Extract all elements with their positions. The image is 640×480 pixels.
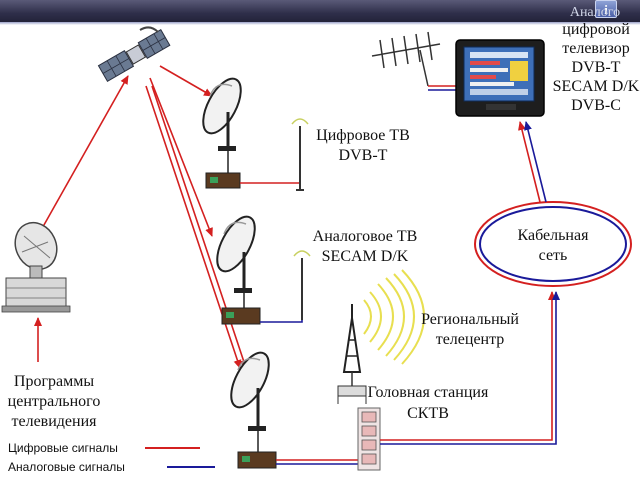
headend-label: Головная станция xyxy=(367,384,489,401)
transmitter-mast-digital-icon xyxy=(291,118,309,191)
regional-center-label: Региональный xyxy=(421,311,519,328)
receiver-headend-icon xyxy=(237,430,277,469)
analog-tv-standard: SECAM D/K xyxy=(321,248,409,265)
satellite-dish-analog-icon xyxy=(216,215,256,293)
cable-network-ring-inner xyxy=(479,206,627,282)
title-bar-divider xyxy=(0,22,640,25)
uplink-station-icon xyxy=(1,221,71,313)
cable-network-label: Кабельная xyxy=(517,227,589,244)
headend-label-2: СКТВ xyxy=(407,405,449,422)
analog-feed-line xyxy=(260,290,303,323)
digital-tv-standard: DVB-T xyxy=(338,147,388,164)
headend-to-cable-analog xyxy=(380,291,560,445)
tv-label-line2: телевизор xyxy=(562,40,630,57)
tv-label-line5: DVB-C xyxy=(571,97,621,114)
programs-label: Программы xyxy=(13,373,95,390)
satellite-dish-headend-icon xyxy=(230,351,270,431)
info-icon[interactable]: i xyxy=(595,0,617,18)
digital-feed-line xyxy=(240,160,301,184)
regional-tower-icon xyxy=(342,304,362,373)
tv-label-top: Аналого xyxy=(569,5,621,20)
legend-analog-label: Аналоговые сигналы xyxy=(8,460,125,474)
sat-link-digital-dish xyxy=(159,65,213,97)
analog-tv-label: Аналоговое ТВ xyxy=(312,228,418,245)
transmitter-mast-analog-icon xyxy=(293,250,311,320)
cable-network-label-2: сеть xyxy=(538,247,568,264)
satellite-icon xyxy=(97,26,171,82)
sat-link-headend-dish-1 xyxy=(145,85,242,369)
slide-title-bar xyxy=(0,0,640,22)
legend-digital-label: Цифровые сигналы xyxy=(8,441,118,455)
headend-receiver-icon xyxy=(337,372,367,404)
satellite-dish-digital-icon xyxy=(202,77,242,151)
uplink-to-satellite xyxy=(39,75,129,233)
cable-to-tv-analog xyxy=(524,121,547,203)
digital-tv-label: Цифровое ТВ xyxy=(316,127,410,144)
programs-label-3: телевидения xyxy=(11,413,97,430)
headend-rack-icon xyxy=(357,407,381,471)
regional-center-label-2: телецентр xyxy=(435,331,505,348)
tv-label-line3: DVB-T xyxy=(571,59,621,76)
receiver-analog-icon xyxy=(221,292,261,325)
cable-to-tv-digital xyxy=(518,121,541,203)
tv-label-line4: SECAM D/K xyxy=(552,78,640,95)
headend-to-cable-digital xyxy=(380,291,556,441)
radio-waves-icon xyxy=(363,269,425,365)
programs-label-2: центрального xyxy=(7,393,101,410)
receiver-digital-icon xyxy=(205,150,241,189)
television-icon xyxy=(455,39,545,117)
sat-link-analog-dish xyxy=(149,77,213,237)
tv-label-line1: цифровой xyxy=(562,21,630,38)
rooftop-antenna-icon xyxy=(371,31,441,87)
